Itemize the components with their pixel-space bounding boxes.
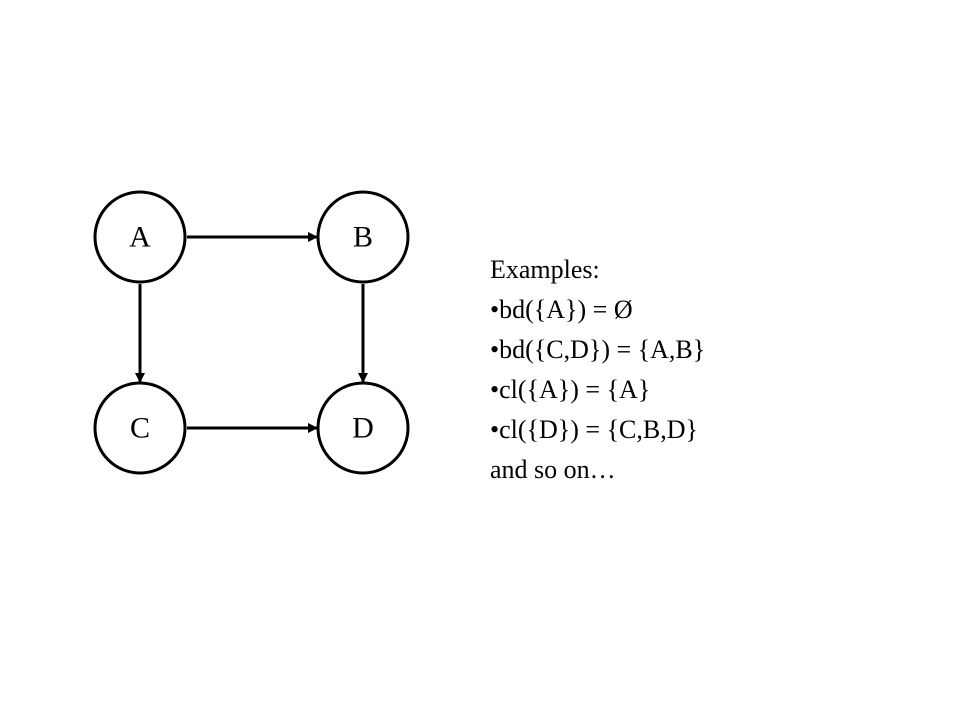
node-circle (93, 381, 187, 475)
node-c: C (93, 381, 187, 475)
examples-panel: Examples: •bd({A}) = Ø •bd({C,D}) = {A,B… (490, 250, 930, 490)
examples-heading: Examples: (490, 255, 600, 284)
examples-footer: and so on… (490, 455, 616, 484)
node-a: A (93, 190, 187, 284)
node-d: D (316, 381, 410, 475)
node-label: B (353, 221, 373, 254)
node-circle (316, 190, 410, 284)
example-item: •bd({C,D}) = {A,B} (490, 335, 706, 364)
node-circle (93, 190, 187, 284)
example-item: •cl({A}) = {A} (490, 375, 651, 404)
example-item: •bd({A}) = Ø (490, 295, 633, 324)
node-label: C (130, 412, 150, 445)
node-label: D (352, 412, 374, 445)
node-circle (316, 381, 410, 475)
node-b: B (316, 190, 410, 284)
example-item: •cl({D}) = {C,B,D} (490, 415, 698, 444)
node-label: A (129, 221, 151, 254)
